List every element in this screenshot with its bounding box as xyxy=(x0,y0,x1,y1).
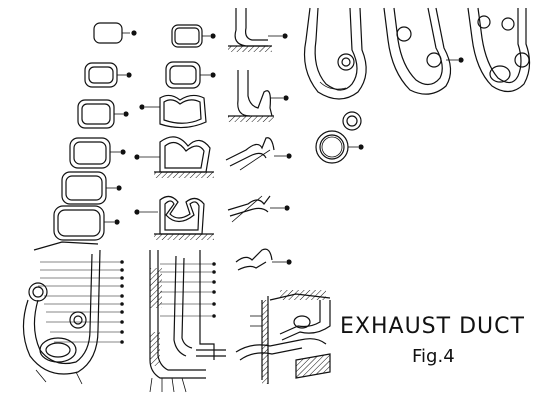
circular-section-small xyxy=(343,112,361,130)
circular-section-large xyxy=(316,131,363,163)
duct-assembly xyxy=(23,242,124,384)
junction-3 xyxy=(226,138,291,170)
cutaway-junction xyxy=(236,290,330,384)
section-column-2 xyxy=(135,25,215,240)
longitudinal-section xyxy=(150,250,226,392)
section-1-4 xyxy=(70,138,125,168)
junction-4 xyxy=(228,196,289,222)
end-view-2 xyxy=(384,8,463,94)
end-view-3 xyxy=(468,8,530,92)
junction-2 xyxy=(228,70,288,122)
section-2-1 xyxy=(172,25,215,47)
section-2-3 xyxy=(140,95,206,127)
junction-5 xyxy=(236,249,291,270)
junction-1 xyxy=(228,8,287,52)
figure-label: Fig.4 xyxy=(412,346,455,367)
end-view-1 xyxy=(305,8,367,99)
section-1-3 xyxy=(78,100,128,128)
section-2-4 xyxy=(135,137,214,178)
section-column-1 xyxy=(54,23,136,240)
section-2-2 xyxy=(166,62,215,88)
diagram-title: EXHAUST DUCT xyxy=(340,314,525,339)
section-1-6 xyxy=(54,206,119,240)
section-1-5 xyxy=(62,172,121,204)
section-1-2 xyxy=(85,63,131,87)
junction-column xyxy=(226,8,291,270)
section-2-5 xyxy=(135,196,214,240)
section-1-1 xyxy=(94,23,136,43)
